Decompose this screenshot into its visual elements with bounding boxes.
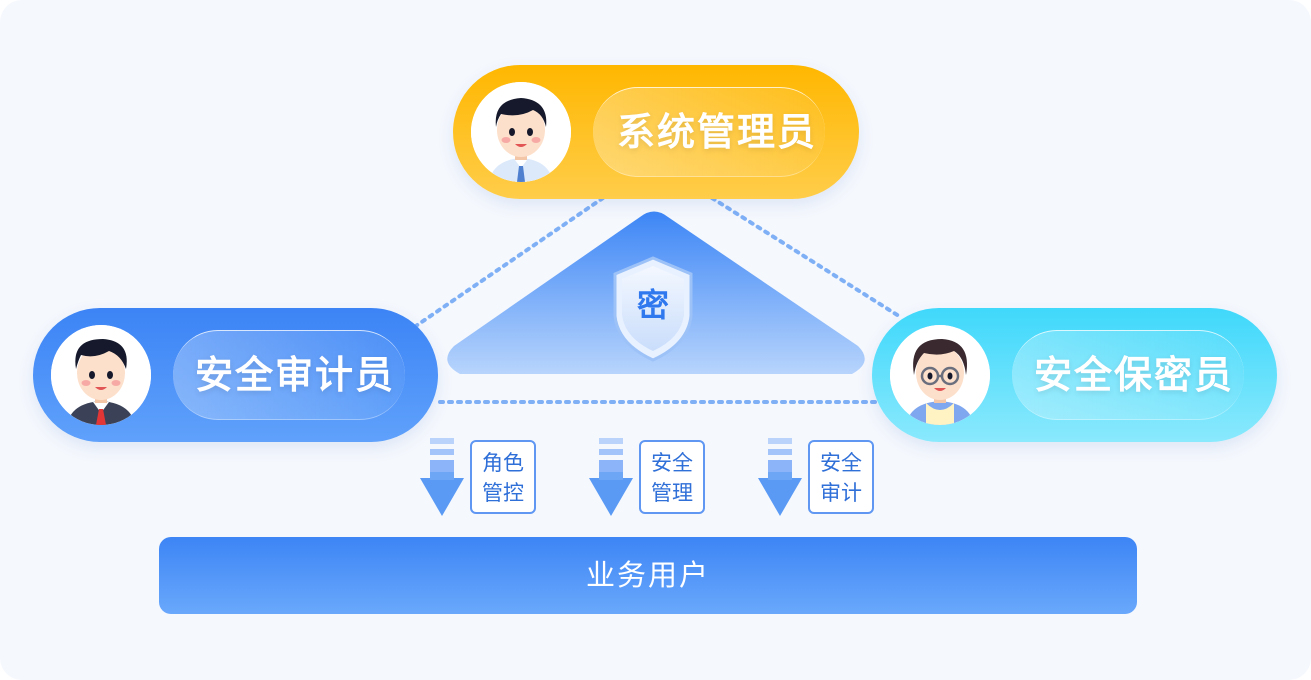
shield-icon [613,256,693,362]
down-arrow-icon [589,438,633,516]
role-secrecy-card: 安全保密员 [872,308,1277,442]
down-arrow-icon [420,438,464,516]
shield-label: 密 [636,286,669,324]
function-tag-line: 安全 [651,451,693,475]
function-tag-line: 管控 [482,481,524,505]
function-tag-line: 角色 [482,451,524,475]
role-admin-card: 系统管理员 [453,65,859,199]
function-tag-line: 审计 [820,481,862,505]
glasses-avatar-icon [890,325,990,425]
function-tag-line: 安全 [820,451,862,475]
role-admin-title: 系统管理员 [617,110,818,154]
role-admin-label-box [593,87,825,177]
role-auditor-card: 安全审计员 [33,308,438,442]
male-admin-avatar-icon [471,82,571,182]
function-tag-role-control: 角色 管控 [470,440,536,514]
function-tag-line: 管理 [651,481,693,505]
role-secrecy-title: 安全保密员 [1034,353,1235,397]
link-admin-auditor [408,196,605,332]
business-users-bar: 业务用户 [159,537,1137,614]
role-auditor-label-box [173,330,405,420]
link-admin-secrecy [710,196,904,320]
male-auditor-avatar-icon [51,325,151,425]
function-tag-security-audit: 安全 审计 [808,440,874,514]
function-tag-security-management: 安全 管理 [639,440,705,514]
role-secrecy-label-box [1012,330,1244,420]
role-auditor-title: 安全审计员 [195,353,396,397]
down-arrow-icon [758,438,802,516]
